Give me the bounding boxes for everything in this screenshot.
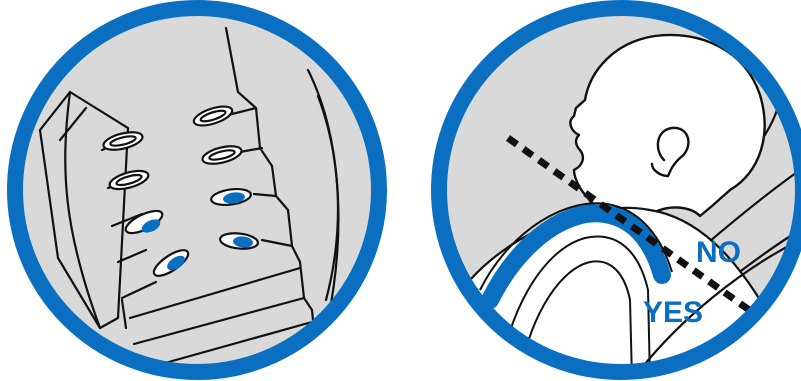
right-panel-shoulder-height: NO YES — [439, 8, 801, 380]
label-yes: YES — [643, 296, 703, 329]
left-panel-harness-slots — [15, 8, 379, 372]
label-no: NO — [696, 236, 741, 269]
